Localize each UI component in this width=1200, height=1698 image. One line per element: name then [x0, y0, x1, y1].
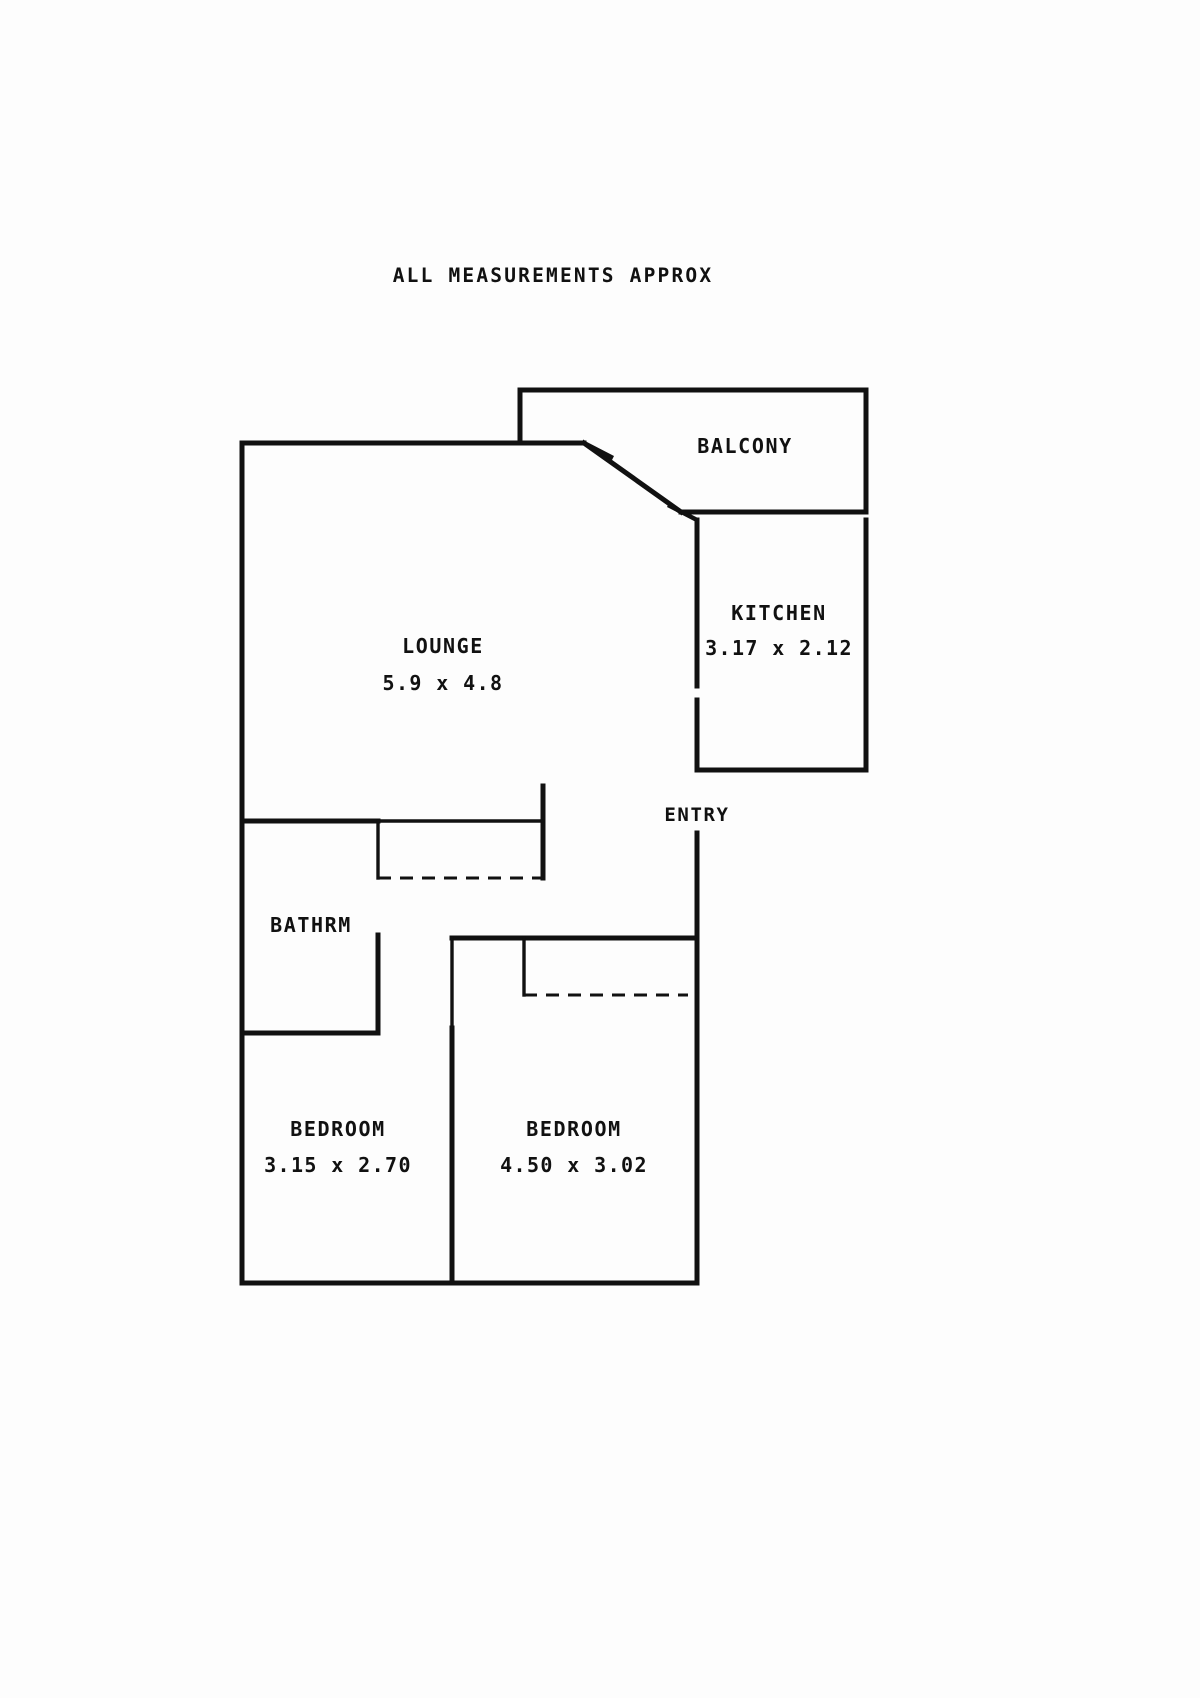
room-label-bedroom-2: BEDROOM 4.50 x 3.02: [500, 1117, 648, 1177]
room-label-bathrm: BATHRM: [270, 913, 352, 937]
balcony-name: BALCONY: [697, 434, 793, 458]
bedroom2-name: BEDROOM: [526, 1117, 622, 1141]
room-label-bedroom-1: BEDROOM 3.15 x 2.70: [264, 1117, 412, 1177]
lounge-name: LOUNGE: [402, 634, 484, 658]
room-label-lounge: LOUNGE 5.9 x 4.8: [383, 634, 504, 695]
bedroom1-dimensions: 3.15 x 2.70: [264, 1153, 412, 1177]
lounge-balcony-door-swing: [582, 441, 615, 460]
annotation-entry: ENTRY: [664, 804, 729, 826]
entry-label: ENTRY: [664, 804, 729, 826]
kitchen-door-swing: [666, 503, 699, 522]
plan-title: ALL MEASUREMENTS APPROX: [393, 264, 714, 287]
lounge-walls: [239, 440, 615, 1286]
kitchen-walls: [666, 503, 869, 773]
room-label-balcony: BALCONY: [697, 434, 793, 458]
balcony-walls: [517, 387, 869, 516]
kitchen-name: KITCHEN: [731, 601, 827, 625]
kitchen-dimensions: 3.17 x 2.12: [705, 636, 853, 660]
bathrm-name: BATHRM: [270, 913, 352, 937]
balcony-bottom-left-wall: [580, 439, 685, 516]
bedroom1-name: BEDROOM: [290, 1117, 386, 1141]
lounge-dimensions: 5.9 x 4.8: [383, 671, 504, 695]
interior-partitions: [239, 783, 700, 1286]
bedroom2-dimensions: 4.50 x 3.02: [500, 1153, 648, 1177]
room-label-kitchen: KITCHEN 3.17 x 2.12: [705, 601, 853, 660]
